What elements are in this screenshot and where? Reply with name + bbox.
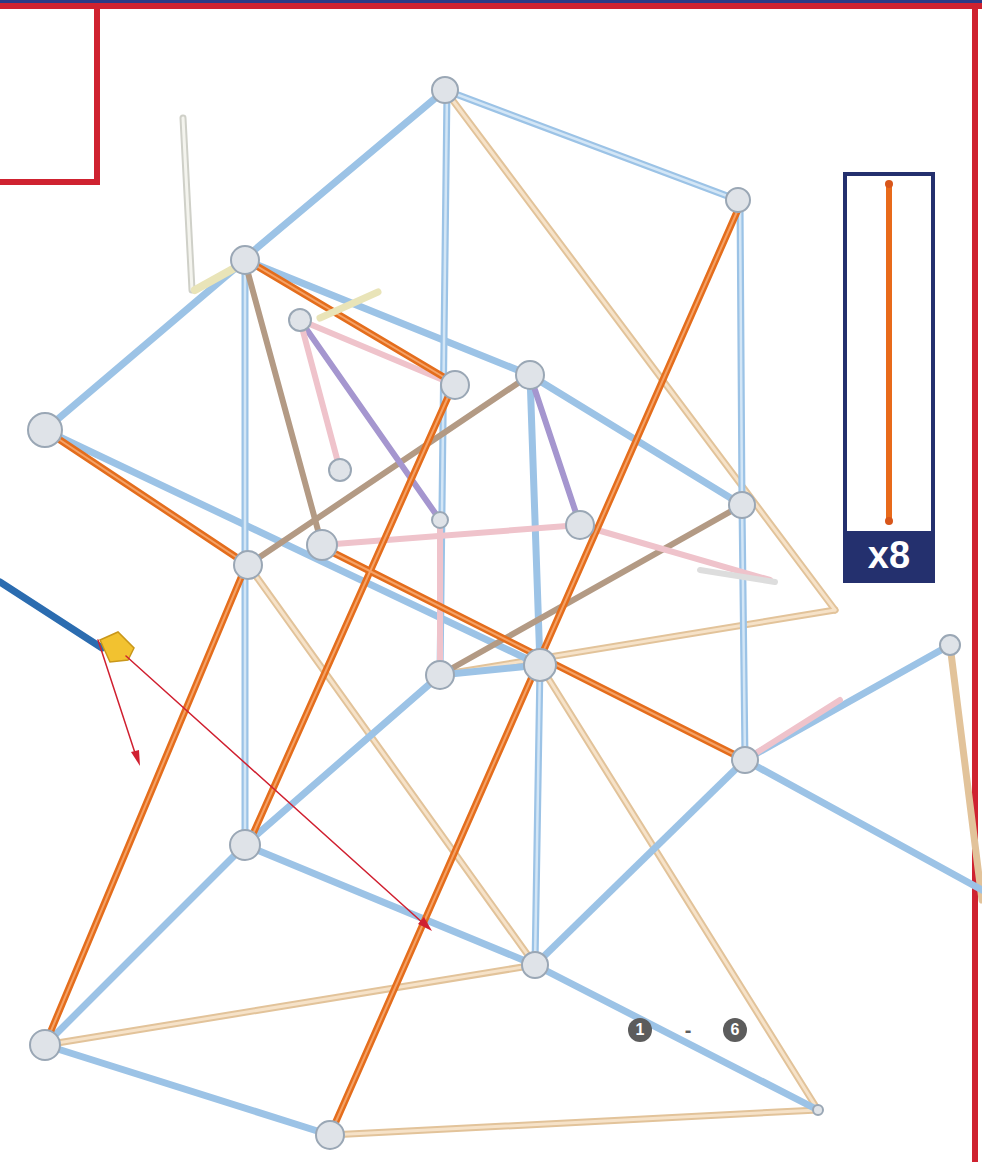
rod-picture — [847, 176, 931, 531]
step-number: 6 — [723, 1018, 747, 1042]
parts-callout-box: x8 — [843, 172, 935, 583]
quantity-band: x8 — [847, 531, 931, 579]
quantity-text: x8 — [868, 536, 910, 574]
step-range-dash: - — [685, 1020, 692, 1040]
step-number: 1 — [628, 1018, 652, 1042]
